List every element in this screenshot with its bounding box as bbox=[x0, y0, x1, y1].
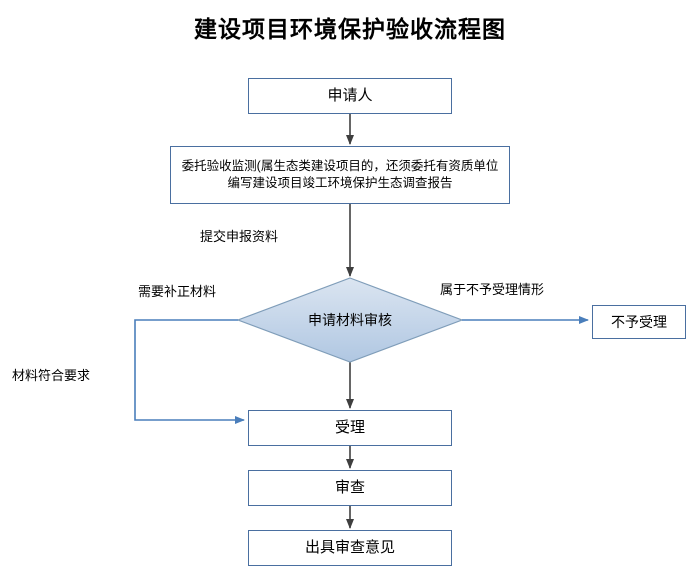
edge-label-need-supplement: 需要补正材料 bbox=[138, 284, 217, 299]
node-review[interactable]: 审查 bbox=[248, 470, 452, 506]
decision-node-wrapper[interactable]: 申请材料审核 bbox=[238, 278, 462, 362]
decision-diamond bbox=[236, 277, 464, 363]
node-entrust-monitoring[interactable]: 委托验收监测(属生态类建设项目的，还须委托有资质单位编写建设项目竣工环境保护生态… bbox=[170, 146, 510, 204]
node-accepted[interactable]: 受理 bbox=[248, 410, 452, 446]
edge-label-not-accepted-case: 属于不予受理情形 bbox=[440, 282, 545, 297]
node-issue-opinion[interactable]: 出具审查意见 bbox=[248, 530, 452, 566]
edge-label-materials-conform: 材料符合要求 bbox=[12, 368, 91, 383]
node-not-accepted[interactable]: 不予受理 bbox=[592, 305, 686, 339]
decision-node-label: 申请材料审核 bbox=[308, 312, 392, 328]
edge-label-submit-materials: 提交申报资料 bbox=[200, 229, 279, 244]
page-title: 建设项目环境保护验收流程图 bbox=[194, 16, 506, 42]
edge-decision-to-accept-loop bbox=[134, 319, 245, 424]
node-applicant[interactable]: 申请人 bbox=[248, 78, 452, 114]
